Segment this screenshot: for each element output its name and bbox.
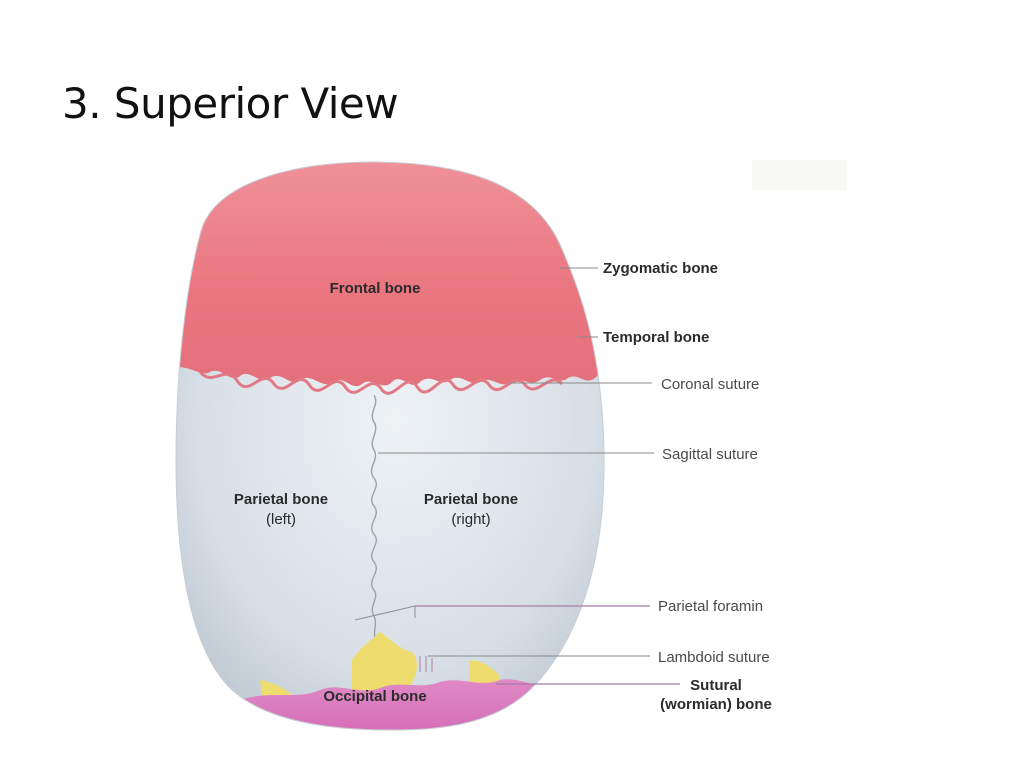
- parietal-right-side: (right): [451, 511, 490, 528]
- slide-title: 3. Superior View: [62, 79, 399, 128]
- sutural-bone-center: [352, 632, 417, 700]
- parietal-foramin-callout: Parietal foramin: [658, 598, 763, 615]
- sagittal-suture-callout: Sagittal suture: [662, 446, 758, 463]
- parietal-left-label: Parietal bone: [234, 491, 328, 508]
- lambdoid-suture-callout: Lambdoid suture: [658, 649, 770, 666]
- frontal-bone-label: Frontal bone: [330, 280, 421, 297]
- coronal-suture: [198, 370, 564, 395]
- temporal-bone-callout: Temporal bone: [603, 329, 709, 346]
- sagittal-suture: [370, 394, 377, 641]
- sutural-bone-callout-line1: Sutural: [690, 677, 742, 694]
- occipital-bone-label: Occipital bone: [323, 688, 426, 705]
- sutural-bone-callout-line2: (wormian) bone: [660, 696, 772, 713]
- background-smudge: [752, 160, 847, 190]
- frontal-bone: [176, 162, 605, 386]
- lambdoid-suture-marks: [419, 656, 433, 672]
- parietal-right-label: Parietal bone: [424, 491, 518, 508]
- parietal-left-side: (left): [266, 511, 296, 528]
- skull-outline: [175, 161, 605, 731]
- occipital-bone: [240, 679, 560, 730]
- coronal-suture-callout: Coronal suture: [661, 376, 759, 393]
- zygomatic-bone-callout: Zygomatic bone: [603, 260, 718, 277]
